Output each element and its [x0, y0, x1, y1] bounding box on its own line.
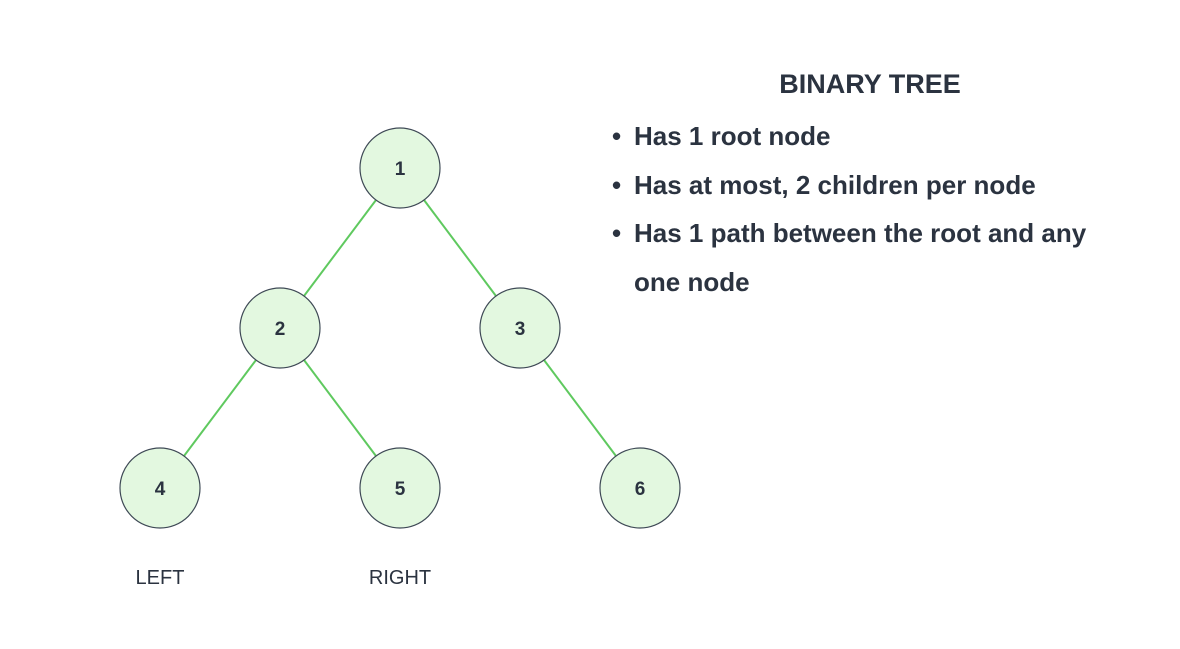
info-title: BINARY TREE [779, 69, 961, 99]
tree-node-2: 2 [239, 287, 321, 369]
edge-2-4 [183, 359, 257, 457]
bullet-item: • Has 1 path between the root and any on… [612, 209, 1132, 306]
tree-node-5: 5 [359, 447, 441, 529]
node-label: 1 [395, 159, 406, 180]
bullet-item: • Has 1 root node [612, 112, 1132, 161]
bullet-dot: • [612, 218, 622, 248]
tree-edges [183, 199, 617, 457]
tree-node-1: 1 [359, 127, 441, 209]
bullet-text: Has 1 root node [634, 121, 831, 151]
bullet-text: Has at most, 2 children per node [634, 169, 1036, 200]
node-label: 2 [275, 319, 286, 340]
node-circle [479, 287, 561, 369]
left-label: LEFT [136, 567, 185, 589]
info-panel: BINARY TREE • Has 1 root node • Has at m… [612, 64, 1132, 306]
node-circle [359, 127, 441, 209]
bullet-text: Has 1 path between the root and any one … [634, 218, 1087, 297]
node-circle [359, 447, 441, 529]
tree-node-6: 6 [599, 447, 681, 529]
edge-1-2 [303, 199, 377, 297]
node-label: 5 [395, 479, 406, 500]
edge-1-3 [423, 199, 497, 297]
bullet-dot: • [612, 169, 622, 200]
bullet-item: • Has at most, 2 children per node [612, 161, 1132, 210]
tree-nodes: 1 2 3 4 5 6 [119, 127, 681, 529]
node-label: 3 [515, 319, 526, 340]
node-circle [599, 447, 681, 529]
tree-node-3: 3 [479, 287, 561, 369]
bullet-list: • Has 1 root node • Has at most, 2 child… [612, 112, 1132, 306]
bullet-dot: • [612, 121, 622, 151]
node-label: 6 [635, 479, 646, 500]
edge-2-5 [303, 359, 377, 457]
edge-3-6 [543, 359, 617, 457]
tree-node-4: 4 [119, 447, 201, 529]
node-label: 4 [155, 479, 166, 500]
right-label: RIGHT [369, 567, 431, 589]
node-circle [119, 447, 201, 529]
node-circle [239, 287, 321, 369]
